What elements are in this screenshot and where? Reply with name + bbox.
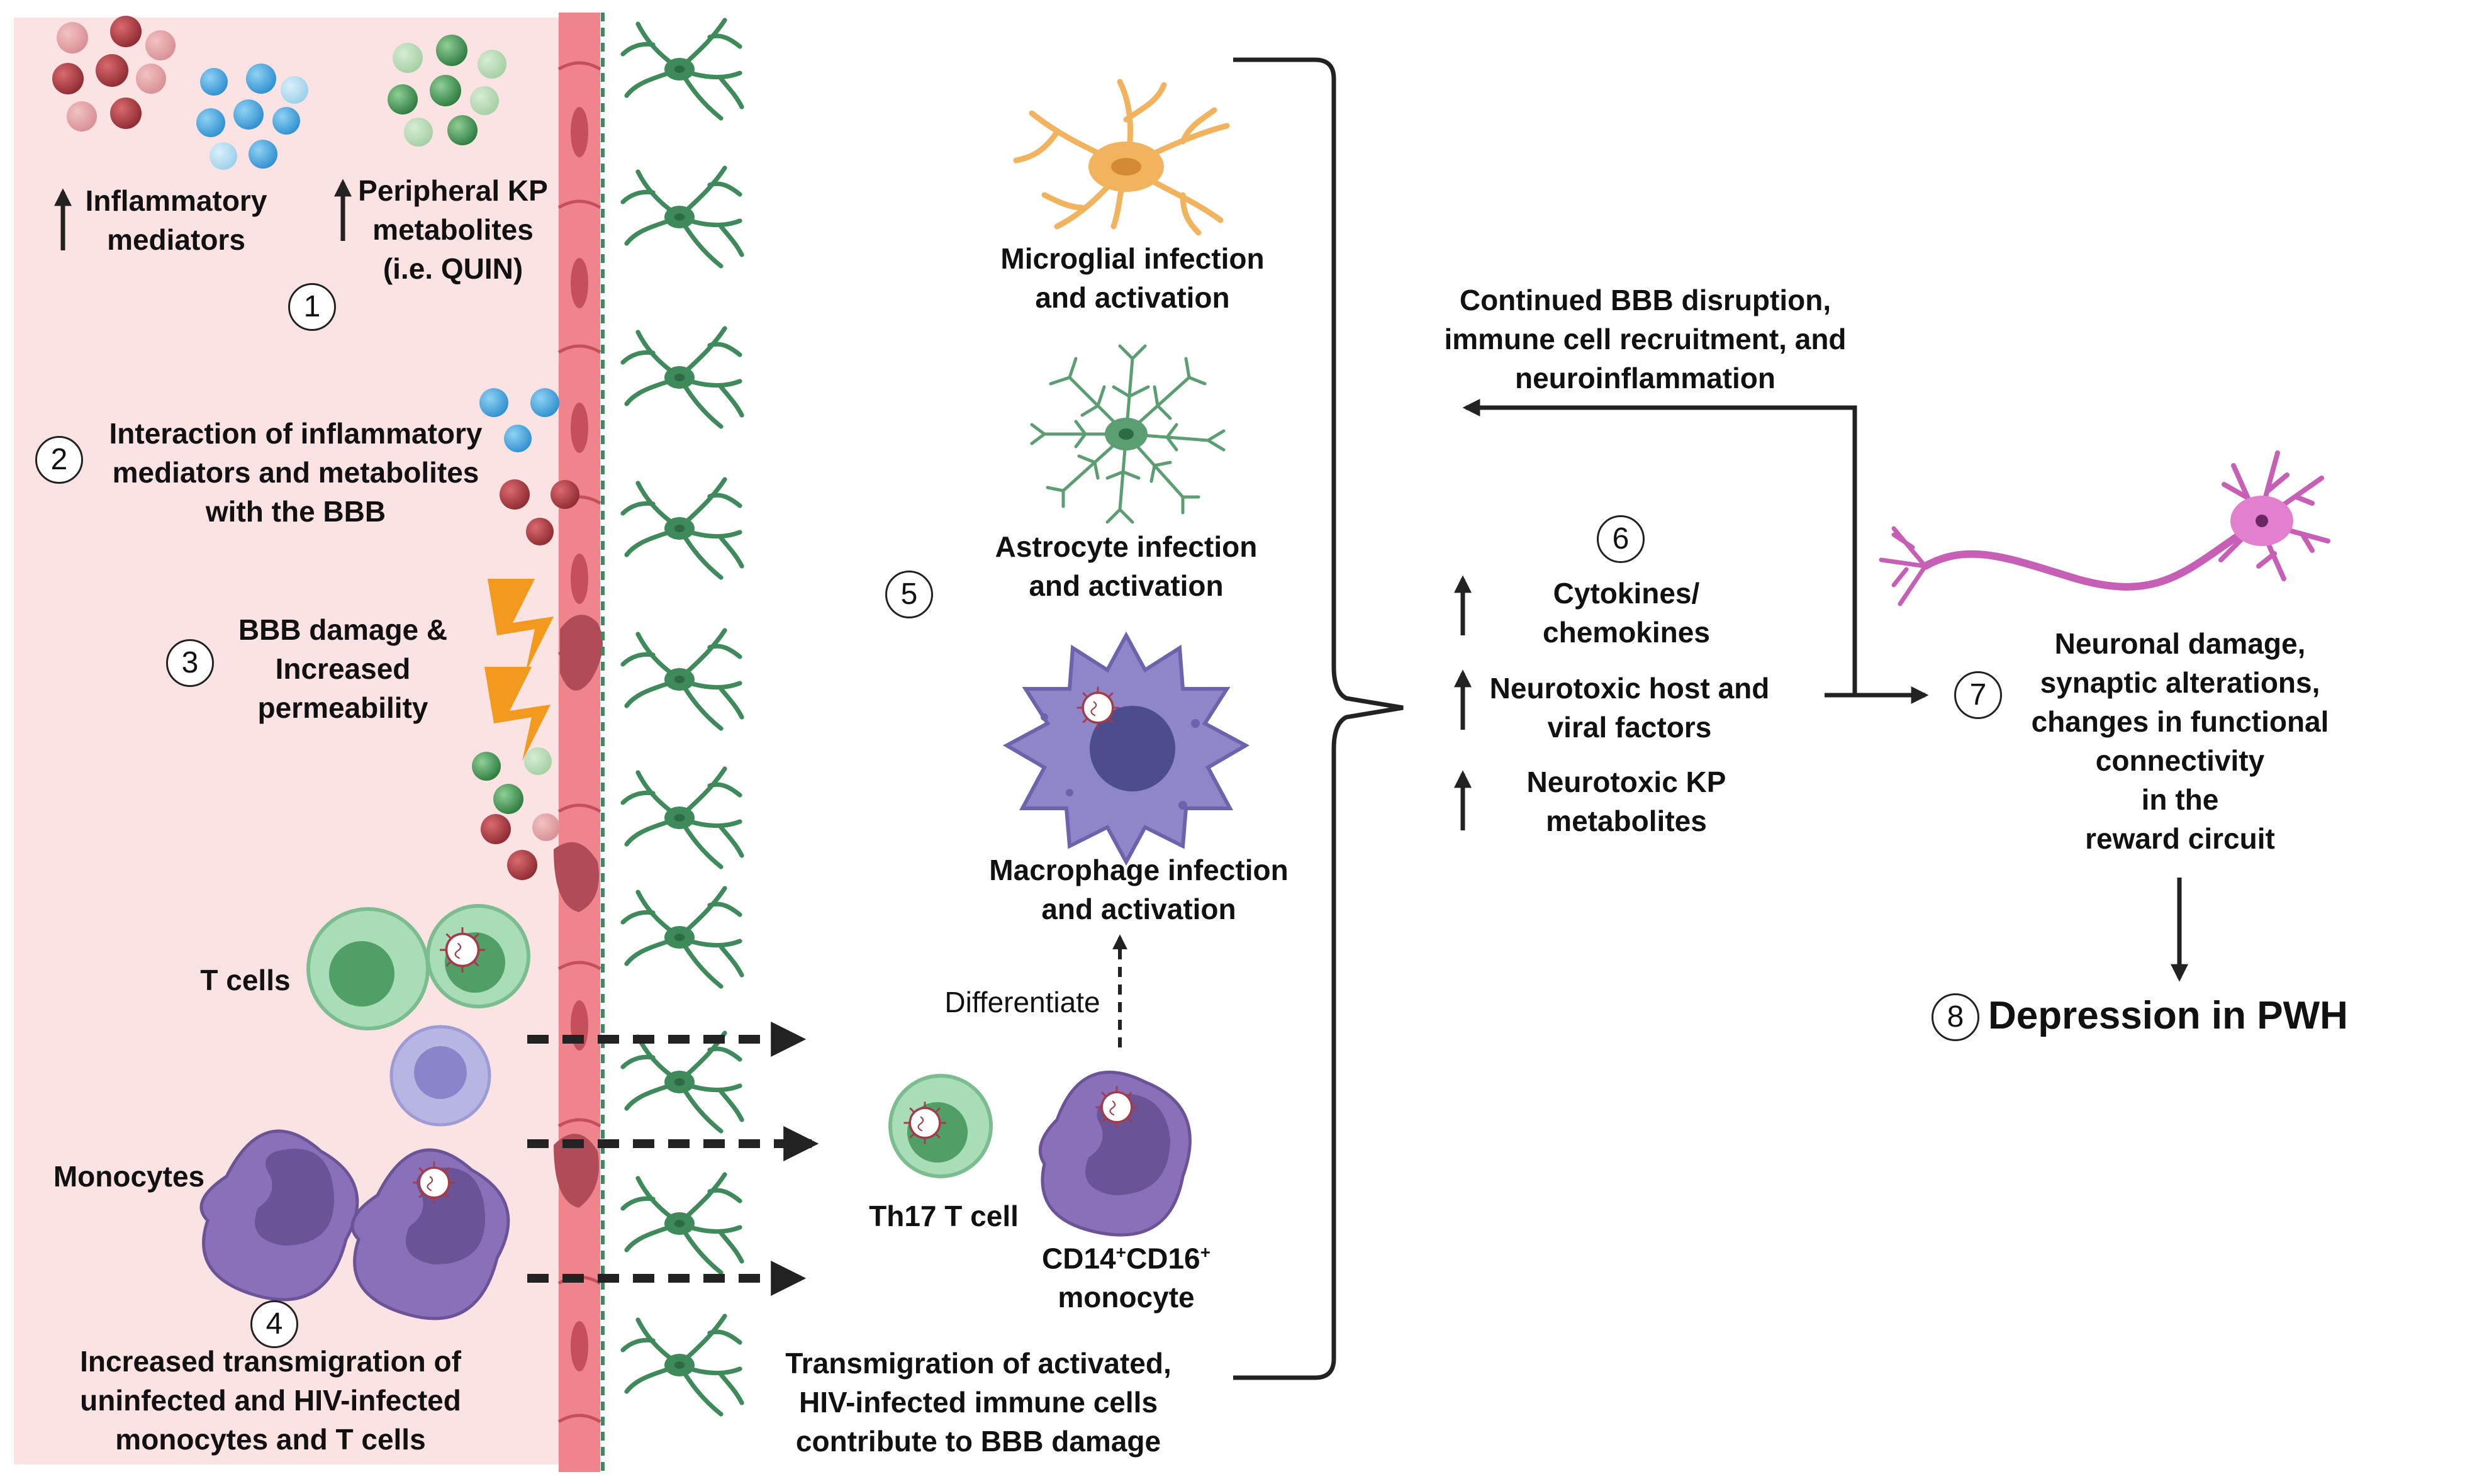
cd14-cd16-monocyte-label: CD14+CD16+monocyte (1019, 1233, 1233, 1317)
neuron-icon (1879, 450, 2330, 606)
bbb-interaction-label: Interaction of inflammatory mediators an… (109, 417, 483, 528)
transmigration-arrows (527, 1022, 819, 1296)
infected-monocyte-icon (350, 1148, 510, 1320)
infected-t-cell-icon (426, 904, 530, 1008)
macrophage-label: Macrophage infection and activation (989, 854, 1289, 925)
bbb-interaction-particles-icon (479, 388, 579, 545)
cd14-cd16-monocyte-icon (1038, 1070, 1192, 1237)
cd14-superscript: + (1115, 1242, 1126, 1262)
summary-brace (1233, 57, 1404, 1380)
astrocyte-label: Astrocyte infection and activation (995, 530, 1258, 602)
blood-brain-barrier (554, 13, 605, 1472)
depression-label: Depression in PWH (1988, 994, 2348, 1037)
neurotoxic-kp-label: Neurotoxic KP metabolites (1526, 766, 1726, 837)
monocytes-label: Monocytes (53, 1160, 205, 1193)
cd16-text: CD16 (1126, 1242, 1200, 1275)
neurotoxic-host-label: Neurotoxic host and viral factors (1489, 672, 1770, 744)
astrocyte-icon (1030, 344, 1226, 524)
t-cells-label: T cells (200, 964, 291, 996)
transmigration-activated-label: Transmigration of activated, HIV-infecte… (785, 1347, 1171, 1458)
lymphocyte-icon (389, 1025, 491, 1127)
inflammatory-mediators-label: Inflammatory mediators (85, 184, 267, 256)
neuronal-damage-label: Neuronal damage, synaptic alterations, c… (2031, 627, 2329, 855)
monocyte-word: monocyte (1058, 1281, 1195, 1314)
step-8-badge: 8 (1932, 993, 1979, 1041)
astrocyte-column (623, 20, 742, 1414)
step-4-badge: 4 (250, 1300, 298, 1348)
macrophage-icon (1002, 631, 1250, 866)
microglia-label: Microglial infection and activation (1000, 242, 1265, 314)
lightning-icon (484, 579, 554, 761)
cd16-superscript: + (1200, 1242, 1211, 1262)
step-2-badge: 2 (35, 436, 83, 484)
leaked-particles-icon (472, 747, 560, 880)
cd14-text: CD14 (1042, 1242, 1116, 1275)
feedback-arrow (1462, 399, 1857, 695)
bbb-damage-label: BBB damage & Increased permeability (238, 613, 448, 724)
step-7-badge: 7 (1954, 671, 2002, 719)
th17-label: Th17 T cell (869, 1200, 1019, 1232)
step-1-badge: 1 (288, 283, 336, 331)
differentiate-label: Differentiate (944, 986, 1100, 1018)
th17-t-cell-icon (888, 1074, 993, 1178)
inflammatory-mediators-icon (52, 16, 308, 170)
step-6-badge: 6 (1597, 515, 1645, 563)
peripheral-kp-label: Peripheral KP metabolites (i.e. QUIN) (358, 174, 548, 285)
continued-disruption-label: Continued BBB disruption, immune cell re… (1444, 284, 1847, 394)
cytokines-label: Cytokines/ chemokines (1543, 577, 1710, 649)
step-3-badge: 3 (166, 639, 214, 687)
monocyte-icon (199, 1129, 359, 1302)
t-cell-icon (306, 907, 430, 1030)
step-5-badge: 5 (885, 571, 933, 618)
increased-transmigration-label: Increased transmigration of uninfected a… (80, 1345, 461, 1456)
microglia-icon (1013, 79, 1230, 236)
kp-metabolites-icon (388, 35, 506, 147)
